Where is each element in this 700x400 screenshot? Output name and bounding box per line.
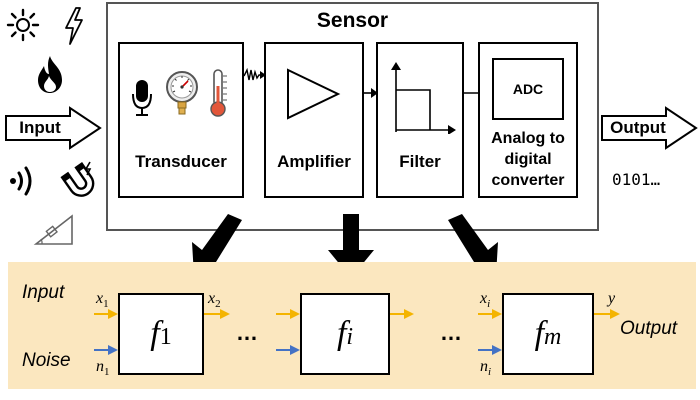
ellipsis-1: …: [236, 320, 258, 345]
sound-waves-icon: [8, 164, 38, 198]
down-arrow-right: [438, 212, 504, 278]
chain-input-label: Input: [22, 282, 65, 303]
flame-icon: [34, 54, 66, 94]
block-m-output-var: y: [608, 290, 616, 307]
analog-signal-arrow: [243, 64, 266, 86]
pressure-gauge-icon: [164, 70, 200, 116]
block-1-input-var: x1: [96, 290, 109, 311]
adc-label: Analog to digital converter: [491, 130, 565, 189]
microphone-icon: [130, 78, 154, 118]
filter-label: Filter: [399, 152, 441, 171]
transducer-label: Transducer: [135, 152, 227, 171]
magnet-icon: [60, 160, 100, 200]
filter-response-icon: [386, 60, 458, 135]
function-block-m-label: fm: [534, 315, 562, 352]
sun-icon: [6, 8, 40, 42]
transducer-stage: Transducer: [118, 42, 244, 198]
chain-output-label: Output: [620, 318, 678, 339]
thermometer-icon: [206, 68, 230, 118]
amplifier-label: Amplifier: [277, 152, 351, 171]
function-block-i: fi: [300, 293, 390, 375]
output-label: Output: [610, 118, 666, 137]
function-block-m: fm: [502, 293, 594, 375]
output-arrow: [600, 106, 698, 150]
input-arrow: [4, 106, 102, 150]
sensor-title: Sensor: [316, 9, 389, 32]
function-block-i-label: fi: [336, 315, 354, 352]
filter-stage: Filter: [376, 42, 464, 198]
block-m-noise-var: ni: [480, 358, 492, 379]
function-block-1: f1: [118, 293, 204, 375]
amplifier-stage: Amplifier: [264, 42, 364, 198]
block-1-output-var: x2: [208, 290, 221, 311]
lightning-icon: [62, 6, 86, 46]
amplifier-triangle-icon: [284, 66, 344, 122]
output-bits: 0101…: [612, 170, 661, 189]
block-1-noise-var: n1: [96, 358, 110, 379]
ellipsis-2: …: [440, 320, 462, 345]
down-arrow-left: [186, 212, 250, 278]
block-m-input-var: xi: [480, 290, 491, 311]
adc-chip: ADC: [492, 58, 564, 120]
amp-to-filter-arrow: [362, 86, 378, 98]
function-block-1-label: f1: [150, 315, 172, 352]
chain-noise-label: Noise: [22, 350, 71, 371]
adc-stage: ADC Analog to digital converter: [478, 42, 578, 198]
incline-icon: [32, 212, 76, 248]
input-label: Input: [19, 118, 61, 137]
adc-chip-label: ADC: [512, 81, 544, 97]
